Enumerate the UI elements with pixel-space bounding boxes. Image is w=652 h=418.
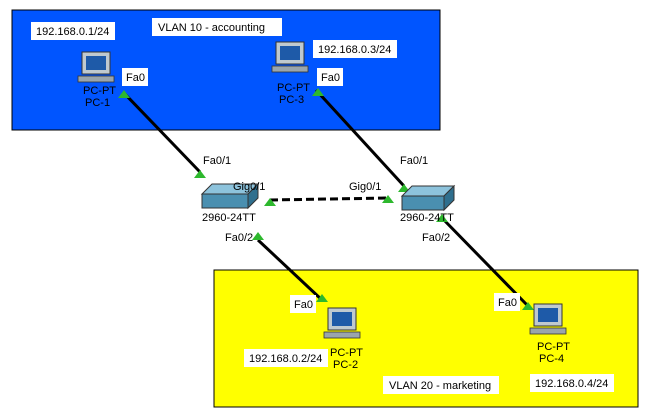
pc3-name: PC-3 (279, 94, 304, 106)
pc1-model: PC-PT (83, 85, 116, 97)
pc4-model: PC-PT (537, 341, 570, 353)
pc3-ip: 192.168.0.3/24 (318, 44, 391, 56)
pc2-device[interactable] (323, 307, 361, 339)
link-status-icon (522, 302, 534, 310)
pc2-ip-box (244, 349, 328, 367)
switch-side-icon (247, 182, 259, 210)
keyboard-icon (323, 331, 361, 339)
link-status-icon (436, 214, 448, 222)
pc3-ip-box (313, 40, 397, 58)
pc2-name: PC-2 (333, 359, 358, 371)
link-status-icon (194, 170, 206, 178)
pc4-port: Fa0 (498, 297, 517, 309)
switch2-model: 2960-24TT (400, 212, 454, 224)
link-status-icon (316, 294, 328, 302)
screen-icon (332, 312, 352, 326)
link-status-icon (312, 88, 324, 96)
switch-side-icon (443, 184, 455, 212)
switch-front-icon (401, 195, 445, 211)
vlan10-label: VLAN 10 - accounting (158, 22, 265, 34)
link-status-icon (398, 184, 410, 192)
pc4-port-box (494, 293, 520, 311)
pc2-model: PC-PT (330, 347, 363, 359)
vlan20-label-box (383, 376, 499, 394)
screen-icon (86, 56, 106, 70)
switch-front-icon (201, 193, 249, 209)
pc4-ip: 192.168.0.4/24 (535, 378, 608, 390)
link-pc3-sw2[interactable] (314, 88, 406, 188)
switch2-port-gig01: Gig0/1 (349, 181, 381, 193)
keyboard-icon (529, 327, 567, 335)
screen-icon (280, 46, 300, 60)
pc2-port-box (290, 295, 316, 313)
link-sw1-pc2[interactable] (256, 238, 324, 302)
pc1-ip-box (31, 22, 115, 40)
switch1-port-fa01: Fa0/1 (203, 155, 231, 167)
link-pc1-sw1[interactable] (121, 90, 202, 174)
pc1-port: Fa0 (126, 72, 145, 84)
pc4-name: PC-4 (539, 353, 564, 365)
pc3-model: PC-PT (277, 82, 310, 94)
switch1-model: 2960-24TT (202, 212, 256, 224)
switch1-port-gig01: Gig0/1 (233, 181, 265, 193)
link-sw2-pc4[interactable] (440, 216, 530, 308)
pc3-port-box (317, 68, 343, 86)
link-status-icon (252, 232, 264, 240)
pc1-name: PC-1 (85, 97, 110, 109)
switch2-port-fa02: Fa0/2 (422, 232, 450, 244)
switch1-port-fa02: Fa0/2 (225, 232, 253, 244)
pc3-port: Fa0 (321, 72, 340, 84)
pc3-device[interactable] (271, 41, 309, 73)
pc2-ip: 192.168.0.2/24 (249, 353, 322, 365)
link-status-icon (382, 195, 394, 203)
pc4-device[interactable] (529, 303, 567, 335)
pc4-ip-box (530, 374, 614, 392)
screen-icon (538, 308, 558, 322)
switch2-device[interactable] (400, 184, 456, 212)
pc2-port: Fa0 (294, 299, 313, 311)
link-status-icon (118, 90, 130, 98)
pc1-ip: 192.168.0.1/24 (36, 26, 109, 38)
keyboard-icon (77, 75, 115, 83)
link-status-icon (264, 198, 276, 206)
vlan20-label: VLAN 20 - marketing (389, 380, 491, 392)
vlan10-label-box (152, 18, 282, 36)
pc1-port-box (122, 68, 148, 86)
link-trunk[interactable] (269, 196, 389, 202)
pc1-device[interactable] (77, 51, 115, 83)
switch1-device[interactable] (200, 182, 260, 210)
switch2-port-fa01: Fa0/1 (400, 155, 428, 167)
keyboard-icon (271, 65, 309, 73)
